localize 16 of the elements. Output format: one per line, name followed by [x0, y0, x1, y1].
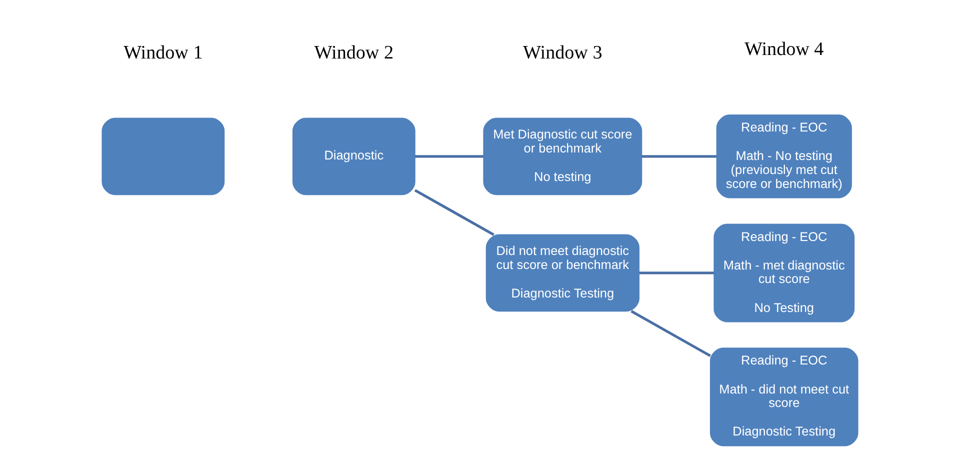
label: Window 3	[523, 42, 602, 64]
connector	[414, 189, 494, 236]
connector	[415, 155, 484, 158]
node-box: Met Diagnostic cut score or benchmark No testing	[483, 118, 642, 196]
label: Window 2	[314, 42, 394, 64]
connector	[630, 310, 711, 358]
connector	[639, 272, 714, 274]
node-box: Reading - EOC Math - did not meet cut score Diagnostic Testing	[710, 348, 858, 446]
connector	[642, 155, 717, 158]
node-box: Reading - EOC Math - No testing (previously met cut score or benchmark)	[716, 114, 852, 198]
node-box	[102, 118, 225, 196]
label: Window 1	[124, 42, 203, 64]
node-box: Diagnostic	[292, 118, 416, 196]
label: Window 4	[744, 39, 824, 60]
node-box: Reading - EOC Math - met diagnostic cut score No Testing	[714, 224, 855, 322]
node-box: Did not meet diagnostic cut score or benchmark Diagnostic Testing	[486, 234, 640, 312]
